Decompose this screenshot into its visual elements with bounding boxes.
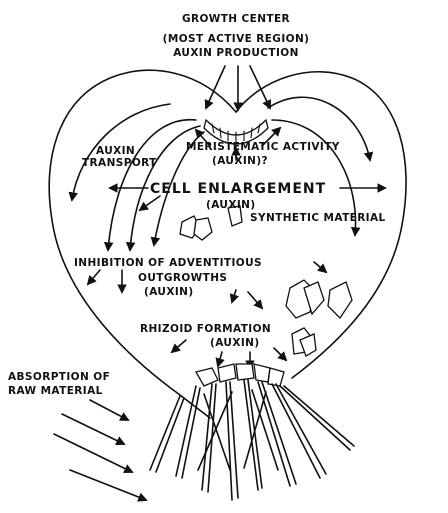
label-inhibition-2: OUTGROWTHS bbox=[138, 272, 227, 284]
growth-center-arrows bbox=[206, 66, 270, 110]
label-auxin-production: AUXIN PRODUCTION bbox=[173, 47, 299, 59]
rhizoid-base-cells bbox=[196, 364, 284, 386]
label-cell-enlargement-auxin: (AUXIN) bbox=[206, 199, 256, 211]
label-auxin-transport-1: AUXIN bbox=[96, 145, 135, 157]
label-rhizoid-formation: RHIZOID FORMATION bbox=[140, 323, 271, 335]
rhizoids bbox=[150, 380, 354, 500]
label-rhizoid-auxin: (AUXIN) bbox=[210, 337, 260, 349]
label-synthetic-material: SYNTHETIC MATERIAL bbox=[250, 212, 386, 224]
synthetic-material-cells bbox=[180, 206, 242, 240]
label-inhibition-1: INHIBITION OF ADVENTITIOUS bbox=[74, 257, 262, 269]
label-growth-center: GROWTH CENTER bbox=[182, 13, 290, 25]
label-cell-enlargement: CELL ENLARGEMENT bbox=[150, 181, 326, 197]
label-absorption-2: RAW MATERIAL bbox=[8, 385, 103, 397]
label-meristematic-auxin: (AUXIN)? bbox=[212, 155, 268, 167]
outgrowth-cells bbox=[286, 280, 352, 356]
label-meristematic-activity: MERISTEMATIC ACTIVITY bbox=[186, 141, 340, 153]
label-absorption-1: ABSORPTION OF bbox=[8, 371, 110, 383]
curving-arrows bbox=[72, 97, 370, 250]
label-auxin-transport-2: TRANSPORT bbox=[82, 157, 157, 169]
label-inhibition-auxin: (AUXIN) bbox=[144, 286, 194, 298]
label-most-active-region: (MOST ACTIVE REGION) bbox=[163, 33, 310, 45]
absorption-arrows bbox=[54, 400, 146, 500]
